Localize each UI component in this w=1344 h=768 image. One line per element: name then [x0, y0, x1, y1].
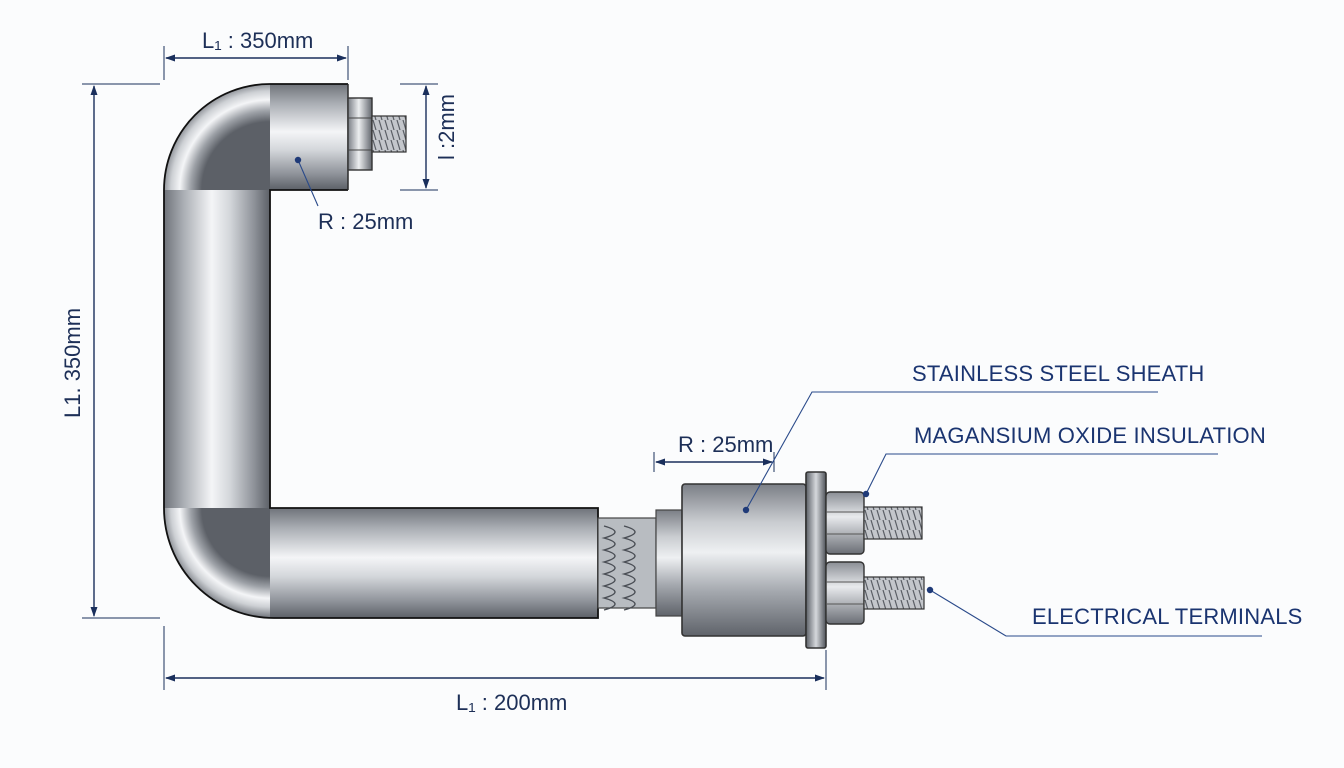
bottom-length-label: L₁ : 200mm [456, 690, 567, 715]
upper-terminal-nut [825, 491, 865, 555]
top-thread [371, 115, 407, 153]
sheath-callout: STAINLESS STEEL SHEATH [912, 361, 1205, 386]
sheath-top-run [270, 84, 348, 190]
lower-terminal-nut [825, 561, 865, 625]
lower-terminal-thread [863, 576, 925, 610]
dimension-lines [82, 46, 827, 690]
sheath-top-bend [164, 84, 270, 190]
dimension-labels: L₁ : 350mm L1. 350mm L₁ : 200mm l :2mm R… [60, 28, 773, 715]
sheath-bottom-bend [164, 508, 274, 618]
upper-terminal-thread [863, 506, 923, 540]
sheath-vertical-run [164, 190, 270, 508]
sheath-outline [163, 83, 599, 619]
insulation-coil [597, 509, 683, 617]
terminals-callout: ELECTRICAL TERMINALS [1032, 604, 1303, 629]
top-nut [347, 97, 373, 171]
head-housing [681, 483, 807, 637]
top-end-fitting [347, 97, 407, 171]
head-radius-label: R : 25mm [678, 432, 773, 457]
top-length-label: L₁ : 350mm [202, 28, 313, 53]
head-flange [805, 471, 827, 649]
sheath-bottom-run [270, 508, 598, 618]
thread-length-label: l :2mm [434, 94, 459, 160]
insulation-callout: MAGANSIUM OXIDE INSULATION [914, 423, 1266, 448]
top-bend-radius-label: R : 25mm [318, 209, 413, 234]
callouts: STAINLESS STEEL SHEATH MAGANSIUM OXIDE I… [742, 361, 1303, 637]
vertical-length-label: L1. 350mm [60, 308, 85, 418]
sheath-tube [163, 83, 599, 619]
terminal-head [681, 471, 925, 649]
